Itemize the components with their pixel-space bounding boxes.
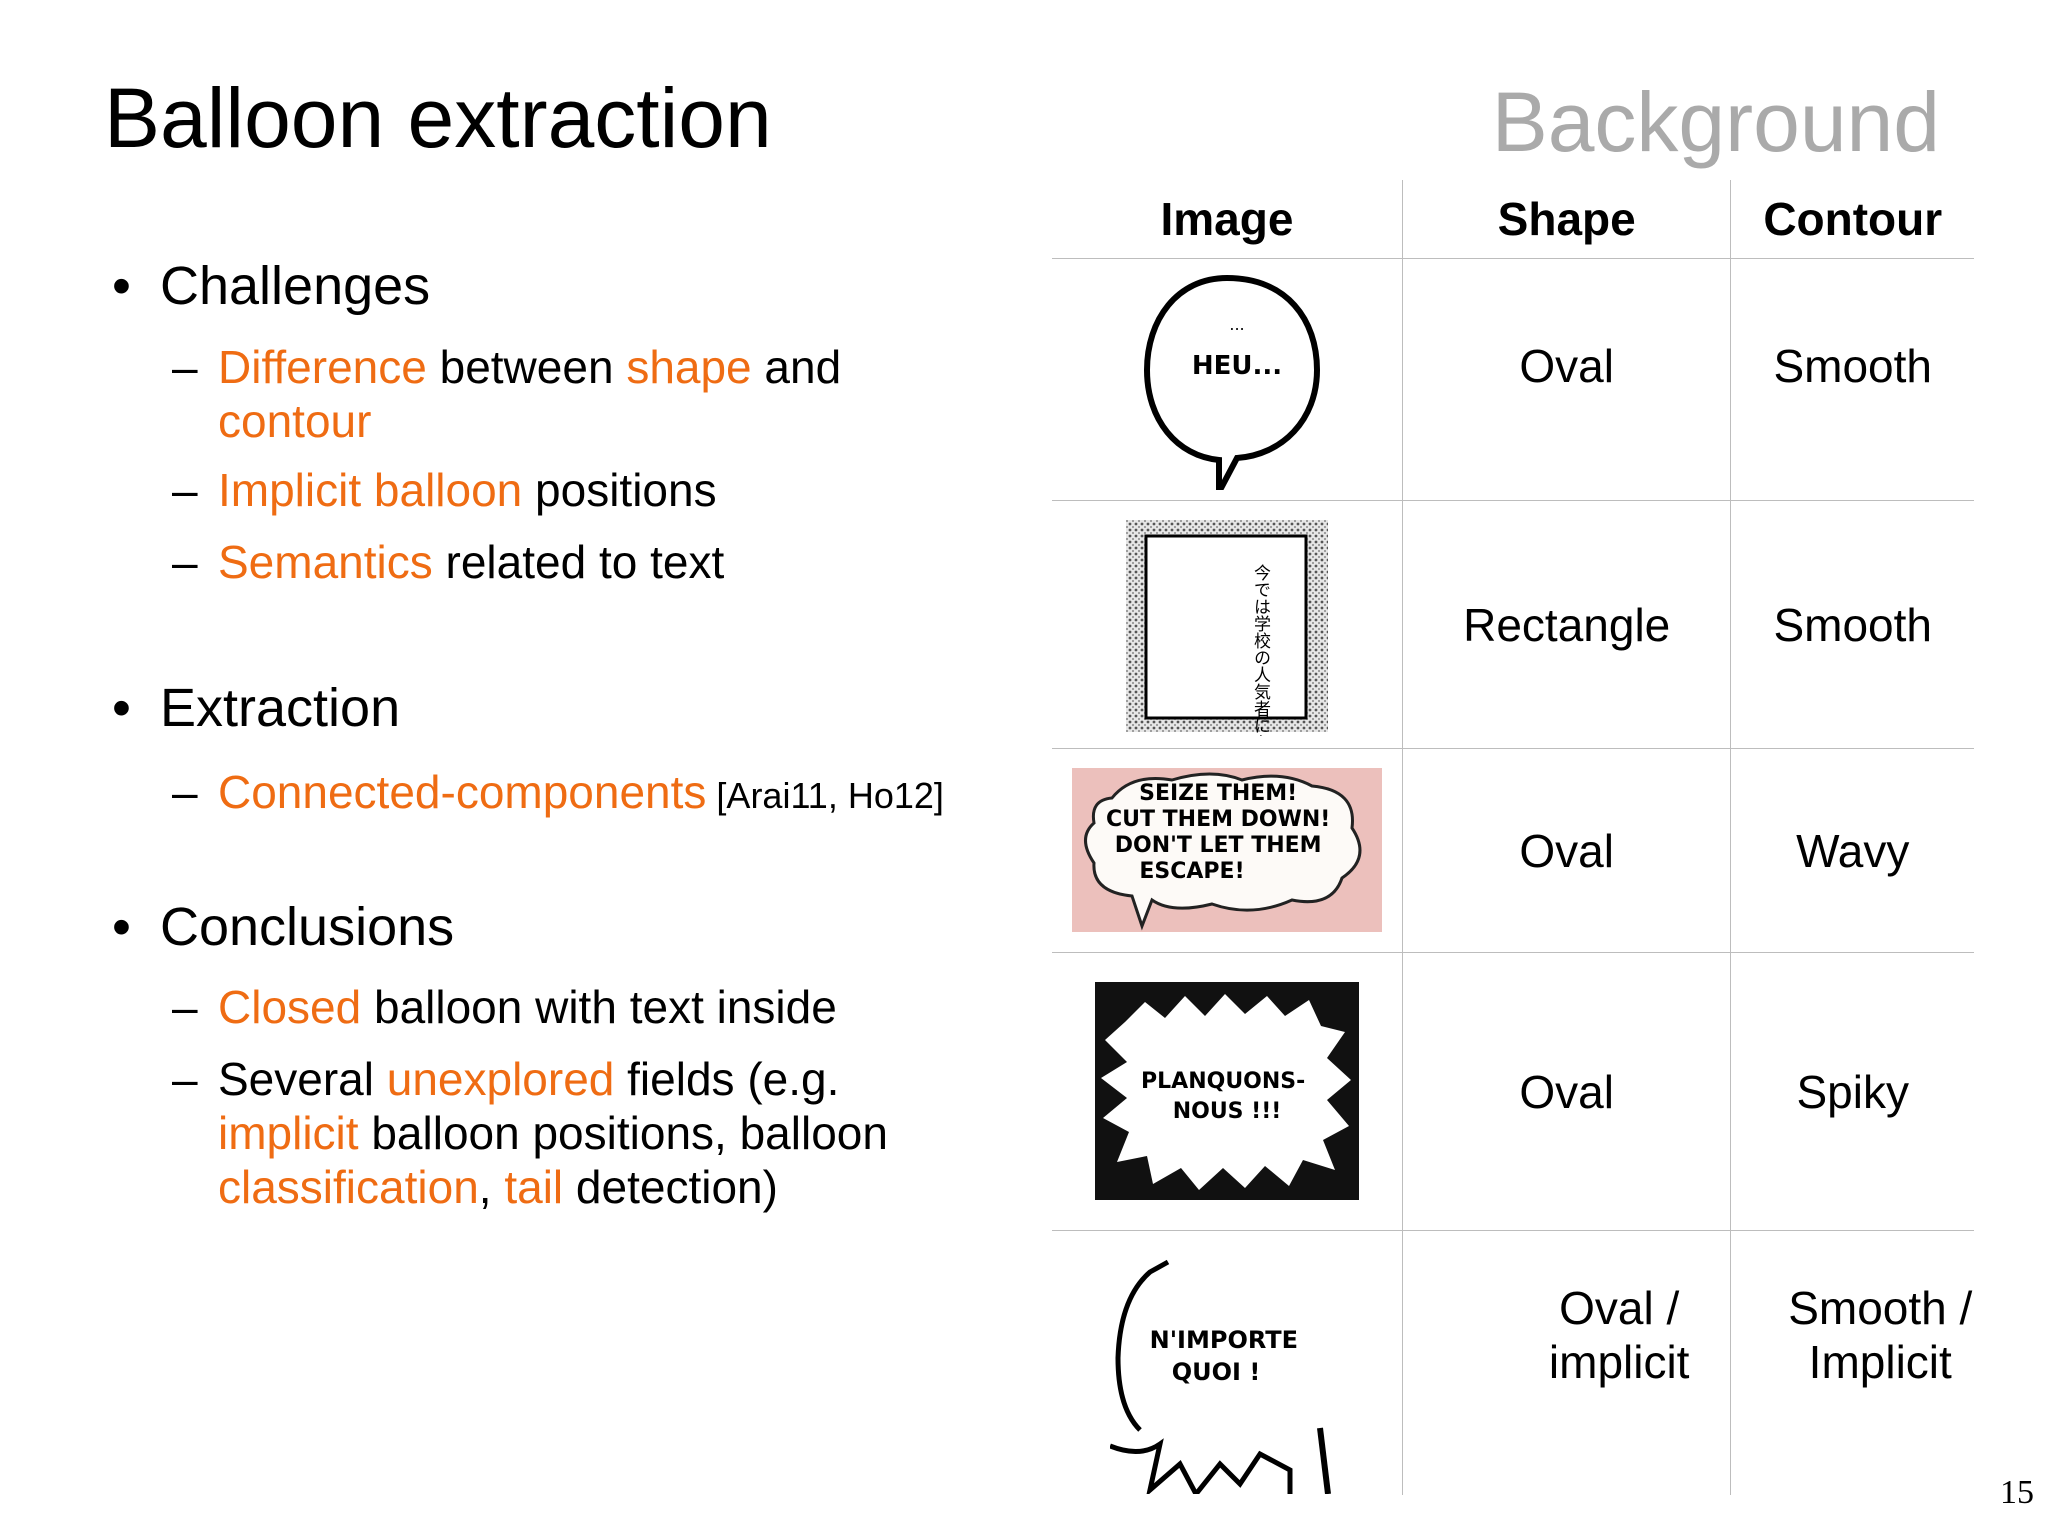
text: related to text xyxy=(432,536,725,588)
balloon-text: SEIZE THEM! CUT THEM DOWN! DON'T LET THE… xyxy=(1106,781,1338,884)
text: detection) xyxy=(563,1161,778,1213)
table-row: 今では学校の人気者になってしまった Rectangle Smooth xyxy=(1052,500,1974,749)
sub-bullet: – Implicit balloon positions xyxy=(172,463,1038,517)
balloon-text-line: PLANQUONS- xyxy=(1141,1069,1305,1094)
accent-text: shape xyxy=(626,341,752,393)
text: between xyxy=(426,341,627,393)
table-row: PLANQUONS- NOUS !!! Oval Spiky xyxy=(1052,952,1974,1231)
text: positions xyxy=(522,464,717,516)
implicit-balloon-image: N'IMPORTE QUOI ! xyxy=(1109,1258,1344,1494)
accent-text: tail xyxy=(504,1161,564,1213)
bullet-heading: Challenges xyxy=(160,256,431,316)
speech-balloon-image: ... HEU... xyxy=(1143,274,1320,490)
rectangle-balloon-image: 今では学校の人気者になってしまった xyxy=(1125,520,1328,736)
contour-cell: Smooth / Implicit xyxy=(1730,1230,1974,1495)
balloon-image-cell: N'IMPORTE QUOI ! xyxy=(1052,1230,1403,1495)
svg-text:...: ... xyxy=(1229,315,1244,334)
balloon-table: Image Shape Contour ... HEU... Oval Smoo… xyxy=(1052,180,1974,1495)
text: , xyxy=(478,1161,505,1213)
contour-cell: Smooth xyxy=(1730,500,1974,749)
dash: – xyxy=(172,464,198,516)
balloon-text-line: CUT THEM DOWN! xyxy=(1106,807,1330,832)
balloon-text-line: QUOI ! xyxy=(1172,1358,1261,1386)
bullet-challenges: • Challenges xyxy=(112,254,430,318)
balloon-image-cell: ... HEU... xyxy=(1052,258,1403,501)
table-row: ... HEU... Oval Smooth xyxy=(1052,258,1974,501)
text: and xyxy=(751,341,842,393)
sub-bullet: – Several unexplored fields (e.g. implici… xyxy=(172,1052,1038,1214)
header-shape: Shape xyxy=(1401,180,1731,259)
contour-cell: Spiky xyxy=(1730,952,1974,1231)
section-label: Background xyxy=(1491,75,1940,169)
shape-line: implicit xyxy=(1548,1336,1690,1388)
header-image: Image xyxy=(1052,180,1403,259)
balloon-image-cell: 今では学校の人気者になってしまった xyxy=(1052,500,1403,749)
accent-text: classification xyxy=(218,1161,479,1213)
balloon-text-line: DON'T LET THEM xyxy=(1115,833,1322,858)
contour-cell: Smooth xyxy=(1730,258,1974,501)
sub-bullet: – Semantics related to text xyxy=(172,535,1038,589)
table-header-row: Image Shape Contour xyxy=(1052,180,1974,259)
spiky-balloon-image: PLANQUONS- NOUS !!! xyxy=(1094,982,1359,1200)
bullet-heading: Extraction xyxy=(160,678,401,738)
accent-text: Semantics xyxy=(218,536,433,588)
balloon-text-line: SEIZE THEM! xyxy=(1139,781,1297,806)
accent-text: Closed xyxy=(218,981,362,1033)
shape-cell: Oval xyxy=(1401,952,1731,1231)
accent-text: contour xyxy=(218,395,372,447)
dash: – xyxy=(172,536,198,588)
balloon-text: PLANQUONS- NOUS !!! xyxy=(1141,1069,1313,1124)
dash: – xyxy=(172,1053,198,1105)
shape-line: Oval / xyxy=(1559,1282,1680,1334)
shape-cell: Oval xyxy=(1401,748,1731,953)
contour-line: Implicit xyxy=(1808,1336,1952,1388)
page-number: 15 xyxy=(2000,1474,2034,1511)
accent-text: Implicit balloon xyxy=(218,464,523,516)
bullet-dot: • xyxy=(112,897,131,957)
citation: [Arai11, Ho12] xyxy=(706,775,944,816)
text: balloon with text inside xyxy=(361,981,837,1033)
table-row: SEIZE THEM! CUT THEM DOWN! DON'T LET THE… xyxy=(1052,748,1974,953)
accent-text: unexplored xyxy=(386,1053,615,1105)
balloon-text: HEU... xyxy=(1192,351,1282,381)
bullet-extraction: • Extraction xyxy=(112,676,400,740)
sub-bullet: – Connected-components [Arai11, Ho12] xyxy=(172,765,1038,823)
dash: – xyxy=(172,766,198,818)
balloon-image-cell: SEIZE THEM! CUT THEM DOWN! DON'T LET THE… xyxy=(1052,748,1403,953)
balloon-image-cell: PLANQUONS- NOUS !!! xyxy=(1052,952,1403,1231)
balloon-text: 今では学校の人気者になってしまった xyxy=(1250,564,1271,736)
sub-bullet: – Difference between shape and contour xyxy=(172,340,1038,448)
bullet-conclusions: • Conclusions xyxy=(112,895,454,959)
text: Several xyxy=(218,1053,387,1105)
text: fields (e.g. xyxy=(614,1053,840,1105)
header-contour: Contour xyxy=(1730,180,1974,259)
accent-text: Connected-components xyxy=(218,766,707,818)
balloon-text-line: NOUS !!! xyxy=(1173,1099,1282,1124)
wavy-balloon-image: SEIZE THEM! CUT THEM DOWN! DON'T LET THE… xyxy=(1071,768,1382,932)
shape-cell: Oval xyxy=(1401,258,1731,501)
bullet-heading: Conclusions xyxy=(160,897,455,957)
contour-cell: Wavy xyxy=(1730,748,1974,953)
contour-line: Smooth / xyxy=(1788,1282,1973,1334)
dash: – xyxy=(172,981,198,1033)
sub-bullet: – Closed balloon with text inside xyxy=(172,980,1038,1034)
bullet-dot: • xyxy=(112,256,131,316)
slide-title: Balloon extraction xyxy=(104,71,772,165)
shape-cell: Rectangle xyxy=(1401,500,1731,749)
accent-text: Difference xyxy=(218,341,427,393)
table-row: N'IMPORTE QUOI ! Oval / implicit Smooth … xyxy=(1052,1230,1974,1495)
text: balloon positions, balloon xyxy=(358,1107,888,1159)
balloon-text-line: N'IMPORTE xyxy=(1150,1326,1298,1354)
dash: – xyxy=(172,341,198,393)
shape-cell: Oval / implicit xyxy=(1401,1230,1731,1495)
accent-text: implicit xyxy=(218,1107,359,1159)
balloon-text: N'IMPORTE QUOI ! xyxy=(1150,1326,1307,1386)
balloon-text-line: ESCAPE! xyxy=(1139,859,1244,884)
bullet-dot: • xyxy=(112,678,131,738)
